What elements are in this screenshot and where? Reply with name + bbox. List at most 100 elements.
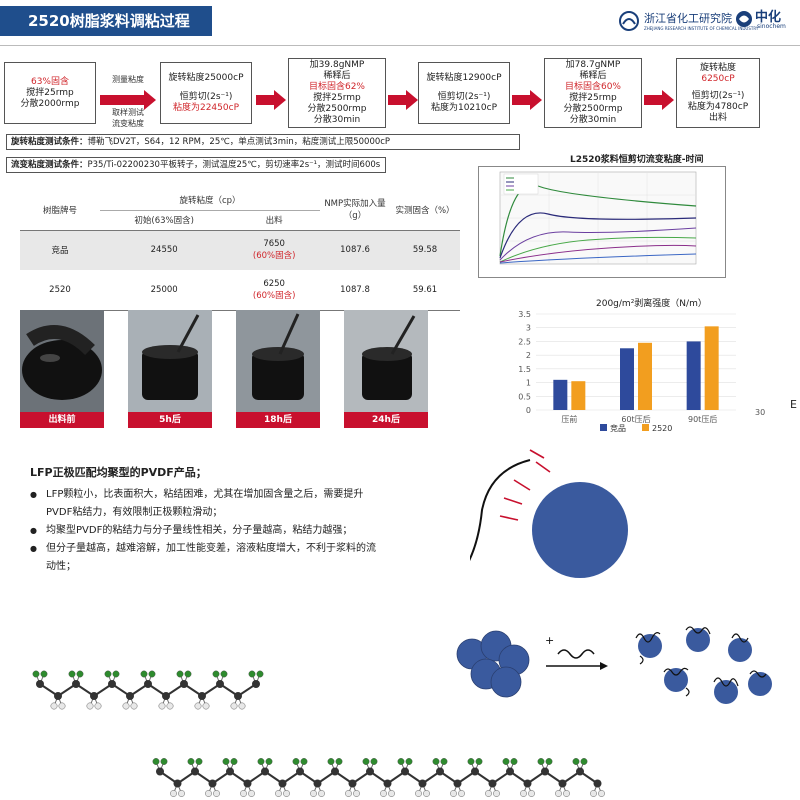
header-divider	[0, 45, 800, 46]
fluorine-atom	[370, 758, 378, 765]
photo-before-discharge: 出料前	[20, 310, 104, 428]
flow-step-4-line: 旋转粘度12900cP	[426, 72, 502, 83]
flow-step-1-line: 搅拌25rmp	[26, 87, 74, 98]
table-cell-output: 6250(60%固含)	[228, 270, 320, 311]
sinochem-name: 中化	[755, 10, 782, 25]
institute-name: 浙江省化工研究院	[644, 12, 732, 25]
carbon-atom	[144, 680, 152, 688]
hydrogen-atom	[166, 702, 174, 710]
slurry-jar-image	[344, 310, 428, 412]
sinochem-emblem-icon	[736, 11, 752, 27]
lfp-particle	[532, 482, 628, 578]
hydrogen-atom	[520, 790, 527, 797]
carbon-atom	[523, 779, 532, 788]
rheology-series-line	[499, 244, 697, 263]
flow-step-6: 旋转粘度 6250cP 恒剪切(2s⁻¹) 粘度为4780cP 出料	[676, 58, 760, 128]
fluorine-atom	[362, 758, 370, 765]
carbon-atom	[191, 767, 199, 776]
photo-label: 24h后	[344, 412, 428, 428]
flow-step-3-line: 加39.8gNMP	[309, 60, 365, 70]
dispersion-diagram: +	[456, 626, 772, 704]
bar-chart-title: 200g/m²剥离强度（N/m）	[596, 299, 707, 309]
hydrogen-atom	[485, 790, 492, 797]
flow-step-1-line: 63%固含	[30, 76, 69, 87]
fluorine-atom	[292, 758, 300, 765]
carbon-atom	[348, 779, 357, 788]
hydrogen-atom	[178, 790, 185, 797]
flow-step-4-line	[421, 84, 507, 92]
bar-p2520	[571, 381, 586, 410]
flow-step-2-line	[163, 84, 249, 92]
current-collector-curve	[470, 459, 531, 561]
flow-step-3-line: 分散2500rmp	[307, 104, 367, 114]
fluorine-atom	[405, 758, 413, 765]
flow-step-3: 加39.8gNMP 稀释后 目标固含62% 搅拌25rmp 分散2500rmp …	[288, 58, 386, 128]
carbon-atom	[366, 767, 374, 776]
carbon-atom	[198, 692, 206, 700]
carbon-atom	[453, 779, 462, 788]
flow-step-6-line: 恒剪切(2s⁻¹)	[691, 90, 745, 101]
flow-step-6-line: 出料	[708, 112, 727, 123]
flow-step-5-line: 稀释后	[579, 71, 607, 81]
rheology-series-line	[499, 184, 697, 257]
pvdf-chain-model-upper	[32, 670, 264, 710]
fluorine-atom	[68, 670, 76, 678]
slurry-jar-image	[236, 310, 320, 412]
fluorine-atom	[195, 758, 203, 765]
fluorine-atom	[140, 670, 148, 678]
bullet-item: LFP颗粒小，比表面积大，粘结困难，尤其在增加固含量之后，需要提升PVDF粘结力…	[30, 486, 380, 522]
hydrogen-atom	[388, 790, 395, 797]
fluorine-atom	[440, 758, 448, 765]
hydrogen-atom	[528, 790, 535, 797]
flow-arrow-3	[388, 90, 418, 110]
carbon-atom	[216, 680, 224, 688]
carbon-atom	[296, 767, 304, 776]
hydrogen-atom	[202, 702, 210, 710]
table-row: 竞品 24550 7650(60%固含) 1087.6 59.58	[20, 230, 460, 270]
particle-sliding-diagram	[470, 449, 628, 578]
fluorine-atom	[580, 758, 588, 765]
table-header-output: 出料	[228, 210, 320, 231]
fluorine-atom	[187, 758, 195, 765]
carbon-atom	[36, 680, 44, 688]
table-cell-nmp: 1087.8	[320, 270, 390, 311]
agglomerated-particles	[456, 630, 530, 698]
hydrogen-atom	[213, 790, 220, 797]
bullet-heading: LFP正极匹配均聚型的PVDF产品；	[30, 466, 207, 479]
fluorine-atom	[160, 758, 168, 765]
fluorine-atom	[432, 758, 440, 765]
flow-step-2-line: 粘度为22450cP	[172, 102, 239, 113]
carbon-atom	[506, 767, 514, 776]
carbon-atom	[278, 779, 287, 788]
flow-step-4-line: 粘度为10210cP	[430, 102, 497, 113]
carbon-atom	[401, 767, 409, 776]
hydrogen-atom	[590, 790, 597, 797]
carbon-atom	[243, 779, 252, 788]
institute-name-en: ZHEJIANG RESEARCH INSTITUTE OF CHEMICAL …	[644, 26, 759, 31]
carbon-atom	[576, 767, 584, 776]
bullet-item: 但分子量越高，越难溶解，加工性能变差，溶液粘度增大，不利于浆料的流动性；	[30, 540, 380, 576]
photo-label: 5h后	[128, 412, 212, 428]
bar-y-tick: 1	[526, 379, 531, 388]
carbon-atom	[162, 692, 170, 700]
table-cell-initial: 25000	[100, 270, 229, 311]
flow-step-5-line: 目标固含60%	[564, 82, 621, 92]
hydrogen-atom	[598, 790, 605, 797]
flow-arrow-1-label: 测量粘度	[112, 75, 144, 84]
rheology-test-conditions: 流变粘度测试条件：P35/Ti-02200230平板转子，测试温度25℃，剪切速…	[6, 157, 386, 173]
institute-logo: 浙江省化工研究院 ZHEJIANG RESEARCH INSTITUTE OF …	[618, 8, 758, 36]
carbon-atom	[313, 779, 322, 788]
fluorine-atom	[397, 758, 405, 765]
photo-18h: 18h后	[236, 310, 320, 428]
hydrogen-atom	[194, 702, 202, 710]
rheology-series-line	[499, 227, 697, 261]
fluorine-atom	[76, 670, 84, 678]
plus-sign: +	[545, 634, 554, 647]
hydrogen-atom	[493, 790, 500, 797]
carbon-atom	[488, 779, 497, 788]
carbon-atom	[261, 767, 269, 776]
carbon-atom	[126, 692, 134, 700]
hydrogen-atom	[275, 790, 282, 797]
hydrogen-atom	[86, 702, 94, 710]
